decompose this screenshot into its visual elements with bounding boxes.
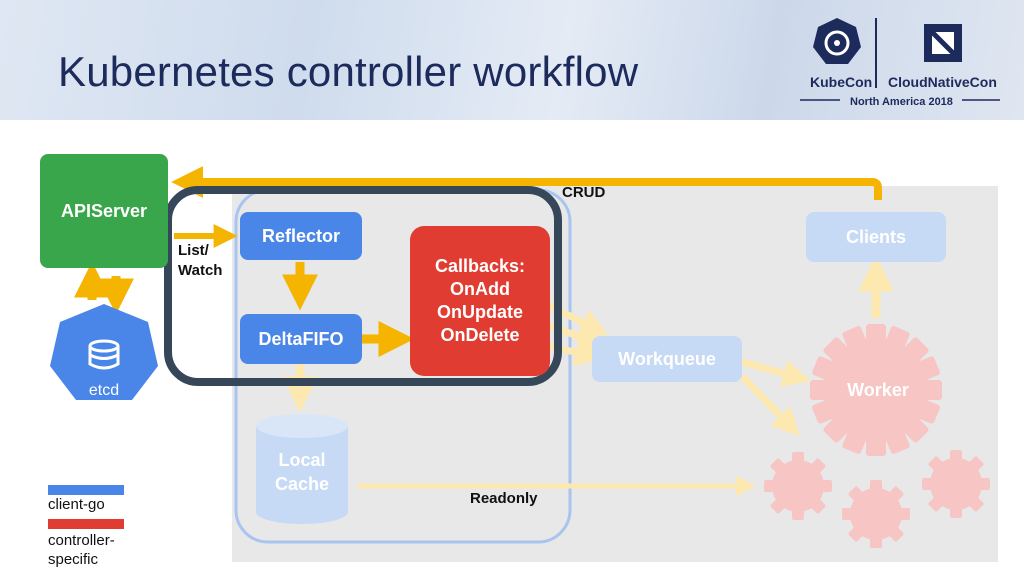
callback-onupdate: OnUpdate [436, 302, 523, 322]
legend-client-go-label: client-go [48, 496, 105, 513]
readonly-label: Readonly [470, 490, 538, 507]
worker-pool-gear-2 [842, 480, 910, 548]
workqueue-node: Workqueue [592, 336, 742, 382]
workqueue-to-worker-pool-arrow [739, 373, 800, 437]
legend-controller-specific-line-1: controller- [48, 532, 115, 549]
clients-label: Clients [845, 226, 906, 247]
callback-onadd: OnAdd [450, 279, 510, 299]
kubecon-wordmark: KubeCon [810, 74, 873, 90]
clients-node: Clients [806, 212, 946, 262]
etcd-logo [50, 304, 158, 400]
workqueue-to-worker-arrow [741, 358, 811, 388]
legend-controller-specific-label: controller- specific [48, 531, 115, 569]
list-watch-line-1: List/ [178, 242, 209, 259]
callback-ondelete: OnDelete [440, 325, 520, 345]
deltafifo-node: DeltaFIFO [240, 314, 362, 364]
workqueue-label: Workqueue [618, 348, 716, 369]
deltafifo-label: DeltaFIFO [258, 328, 344, 349]
callbacks-heading: Callbacks: [434, 256, 526, 276]
reflector-node: Reflector [240, 212, 362, 260]
local-cache-line-1: Local [278, 450, 326, 470]
worker-pool-gear-3 [922, 450, 990, 518]
controller-frame [164, 186, 562, 386]
event-name: North America 2018 [850, 96, 953, 108]
list-watch-label: List/ Watch [178, 241, 222, 281]
reflector-label: Reflector [261, 225, 341, 246]
crud-label: CRUD [562, 184, 606, 201]
conference-logos: KubeCon CloudNativeCon North America 201… [790, 16, 1010, 112]
cloudnativecon-wordmark: CloudNativeCon [888, 74, 997, 90]
apiserver-label: APIServer [60, 200, 148, 221]
worker-gear [810, 324, 942, 456]
worker-pool-gear-1 [764, 452, 832, 520]
legend-controller-specific-swatch [48, 519, 124, 529]
worker-label: Worker [847, 380, 909, 400]
logo-graphics [800, 18, 1000, 101]
slide-title: Kubernetes controller workflow [58, 48, 639, 95]
crud-arrow [171, 166, 882, 200]
local-cache-cylinder [256, 414, 348, 524]
list-watch-line-2: Watch [178, 262, 223, 279]
local-cache-label: Local Cache [256, 448, 348, 496]
legend-controller-specific-line-2: specific [48, 551, 99, 568]
etcd-label: etcd [88, 382, 120, 399]
callbacks-node: Callbacks: OnAdd OnUpdate OnDelete [410, 226, 550, 376]
apiserver-node: APIServer [40, 154, 168, 268]
local-cache-line-2: Cache [274, 474, 330, 494]
header-banner [0, 0, 1024, 120]
legend-client-go-swatch [48, 485, 124, 495]
